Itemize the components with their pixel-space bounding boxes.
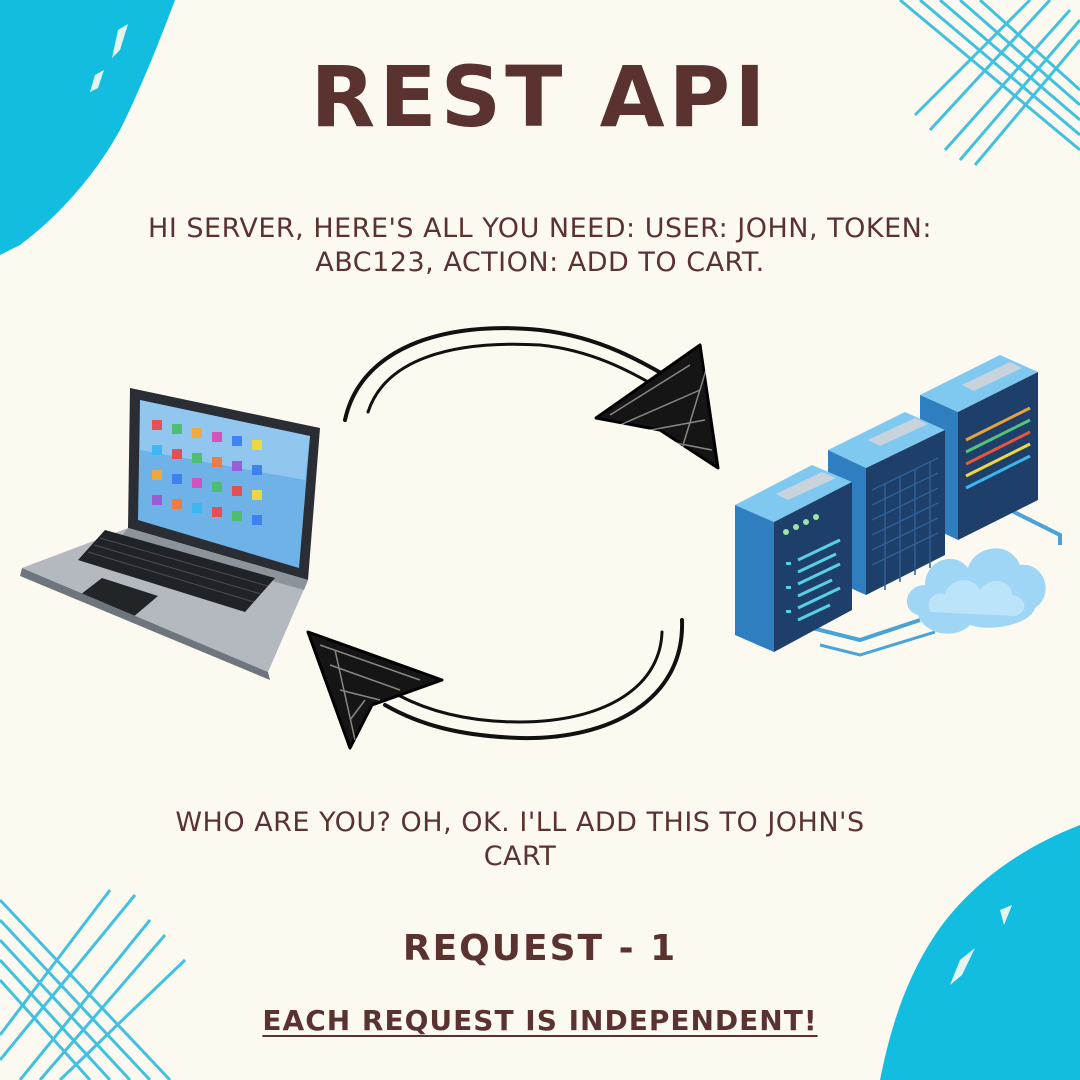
server-unit-3 xyxy=(920,355,1038,540)
request-message: HI SERVER, HERE'S ALL YOU NEED: USER: JO… xyxy=(148,213,932,278)
arrow-curve-bottom xyxy=(383,618,685,741)
plaid-bottom-left xyxy=(0,889,187,1080)
page-title: REST API xyxy=(310,48,770,146)
response-message: WHO ARE YOU? OH, OK. I'LL ADD THIS TO JO… xyxy=(175,807,865,872)
server-rack-icon xyxy=(735,355,1062,657)
app-grid xyxy=(152,420,262,525)
brush-splash-top-left xyxy=(0,0,175,255)
arrowhead-top xyxy=(594,343,720,470)
independence-note: EACH REQUEST IS INDEPENDENT! xyxy=(262,1004,818,1037)
brush-highlight-bottom-right xyxy=(950,905,1012,985)
request-label: REQUEST - 1 xyxy=(402,928,678,969)
arrowhead-bottom xyxy=(306,630,444,750)
cloud-icon xyxy=(906,548,1046,634)
plaid-top-right xyxy=(899,0,1080,166)
brush-highlight-top-left xyxy=(90,24,128,92)
brush-splash-bottom-right xyxy=(880,825,1080,1080)
server-unit-1 xyxy=(735,465,852,652)
arrow-server-to-client xyxy=(306,618,685,750)
arrow-curve-top xyxy=(343,326,692,422)
arrow-client-to-server xyxy=(343,326,720,470)
laptop-icon xyxy=(20,388,320,680)
